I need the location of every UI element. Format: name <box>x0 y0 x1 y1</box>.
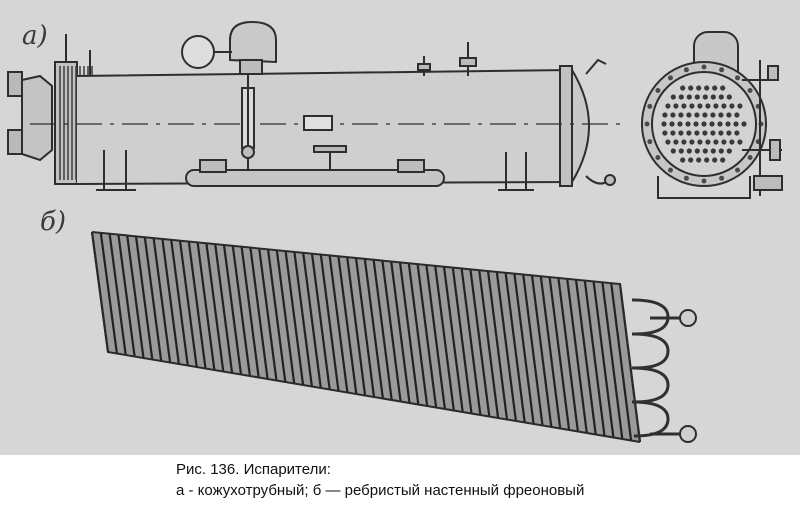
shell-and-tube-evaporator-side-view <box>7 20 620 191</box>
caption-legend: а - кожухотрубный; б — ребристый настенн… <box>176 482 585 499</box>
finned-coil-evaporator <box>90 231 697 443</box>
label-b: б) <box>40 207 66 237</box>
figure-image: а) б) <box>0 0 800 455</box>
caption-title: Рис. 136. Испарители: <box>176 461 331 478</box>
figure-caption: Рис. 136. Испарители: а - кожухотрубный;… <box>0 455 800 511</box>
shell-and-tube-evaporator-end-view <box>641 31 783 199</box>
label-a: а) <box>22 21 48 51</box>
